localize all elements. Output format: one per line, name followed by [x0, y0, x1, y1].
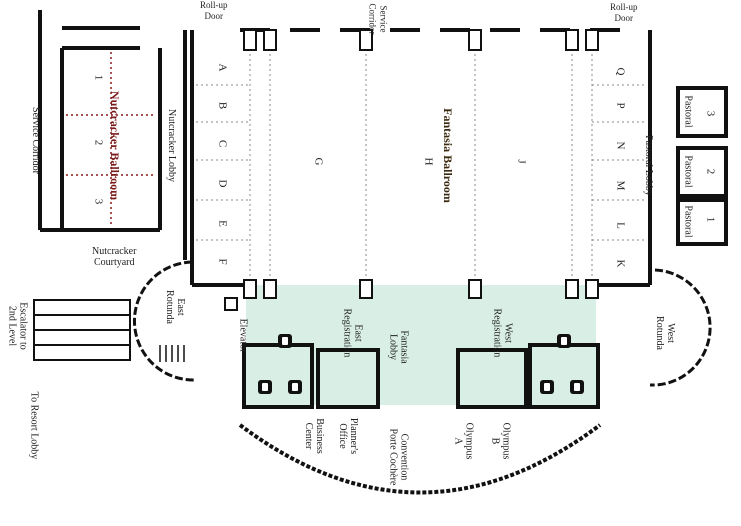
east-stairs	[159, 345, 185, 362]
label-nutcracker-lobby: Nutcracker Lobby	[166, 108, 178, 183]
label-pastoral-1: Pastoral	[682, 205, 694, 238]
nutcracker-dotted-lines	[66, 52, 156, 226]
label-business-center: Business Center	[302, 418, 325, 454]
fantasia-section-l: L	[614, 222, 627, 229]
fantasia-section-g: G	[312, 157, 325, 166]
label-nutcracker-courtyard: Nutcracker Courtyard	[92, 246, 137, 268]
label-pastoral-lobby: Pastoral Lobby	[642, 135, 654, 196]
pastoral-number-2: 2	[704, 168, 717, 175]
label-service-corridor-left: Service Corridor	[29, 107, 41, 174]
porte-cochere-arc	[238, 423, 602, 495]
fantasia-section-j: J	[515, 159, 528, 164]
fantasia-section-d: D	[216, 179, 229, 188]
label-east-registration: East Registration	[341, 308, 364, 358]
fantasia-section-b: B	[216, 101, 229, 110]
fantasia-section-f: F	[216, 258, 229, 265]
restroom-icon	[557, 334, 571, 348]
label-convention-porte-cochere: Convention Porte Cochère	[387, 428, 410, 486]
label-west-registration: West Registration	[491, 308, 514, 358]
restroom-icon	[570, 380, 584, 394]
label-nutcracker-ballroom: Nutcracker Ballroom	[108, 90, 123, 201]
rotundas	[133, 260, 712, 387]
label-escalator: Escalator to 2nd Level	[6, 302, 29, 350]
restroom-icon	[288, 380, 302, 394]
label-olympus-a: Olympus A	[452, 422, 475, 460]
label-pastoral-3: Pastoral	[682, 95, 694, 128]
fantasia-section-a: A	[216, 63, 229, 72]
fantasia-section-m: M	[614, 180, 627, 191]
label-roll-up-door-right: Roll-up Door	[610, 2, 638, 23]
nutcracker-ballroom-walls	[38, 10, 187, 260]
fantasia-pillars	[243, 29, 599, 299]
restroom-icon	[278, 334, 292, 348]
fantasia-section-p: P	[614, 102, 627, 109]
fantasia-section-q: Q	[614, 67, 627, 76]
fantasia-section-n: N	[614, 141, 627, 150]
label-east-rotunda: East Rotunda	[163, 290, 186, 324]
label-planners-office: Planner's Office	[337, 417, 360, 455]
label-pastoral-2: Pastoral	[682, 155, 694, 188]
label-fantasia-lobby: Fantasia Lobby	[387, 330, 410, 364]
fantasia-section-h: H	[422, 157, 435, 166]
restroom-icon	[258, 380, 272, 394]
label-service-corridor-top: Service Corridor	[367, 3, 389, 35]
fantasia-section-e: E	[216, 220, 229, 227]
nutcracker-section-3: 3	[92, 198, 105, 205]
fantasia-section-k: K	[614, 259, 627, 268]
label-olympus-b: Olympus B	[489, 422, 512, 460]
label-elevator: Elevator	[237, 318, 249, 353]
label-west-rotunda: West Rotunda	[653, 316, 676, 350]
restroom-icon	[540, 380, 554, 394]
nutcracker-section-1: 1	[92, 74, 105, 81]
fantasia-ballroom-walls	[190, 28, 652, 287]
nutcracker-section-2: 2	[92, 139, 105, 146]
label-to-resort-lobby: To Resort Lobby	[28, 391, 40, 460]
fantasia-section-c: C	[216, 139, 229, 148]
fantasia-section-lines	[196, 34, 646, 285]
pastoral-number-3: 3	[704, 110, 717, 117]
escalator	[33, 299, 131, 361]
label-fantasia-ballroom: Fantasia Ballroom	[440, 108, 455, 203]
elevator-icon	[224, 297, 238, 311]
label-roll-up-door-left: Roll-up Door	[200, 0, 228, 21]
pastoral-number-1: 1	[704, 216, 717, 223]
pastoral-rooms	[676, 86, 728, 246]
